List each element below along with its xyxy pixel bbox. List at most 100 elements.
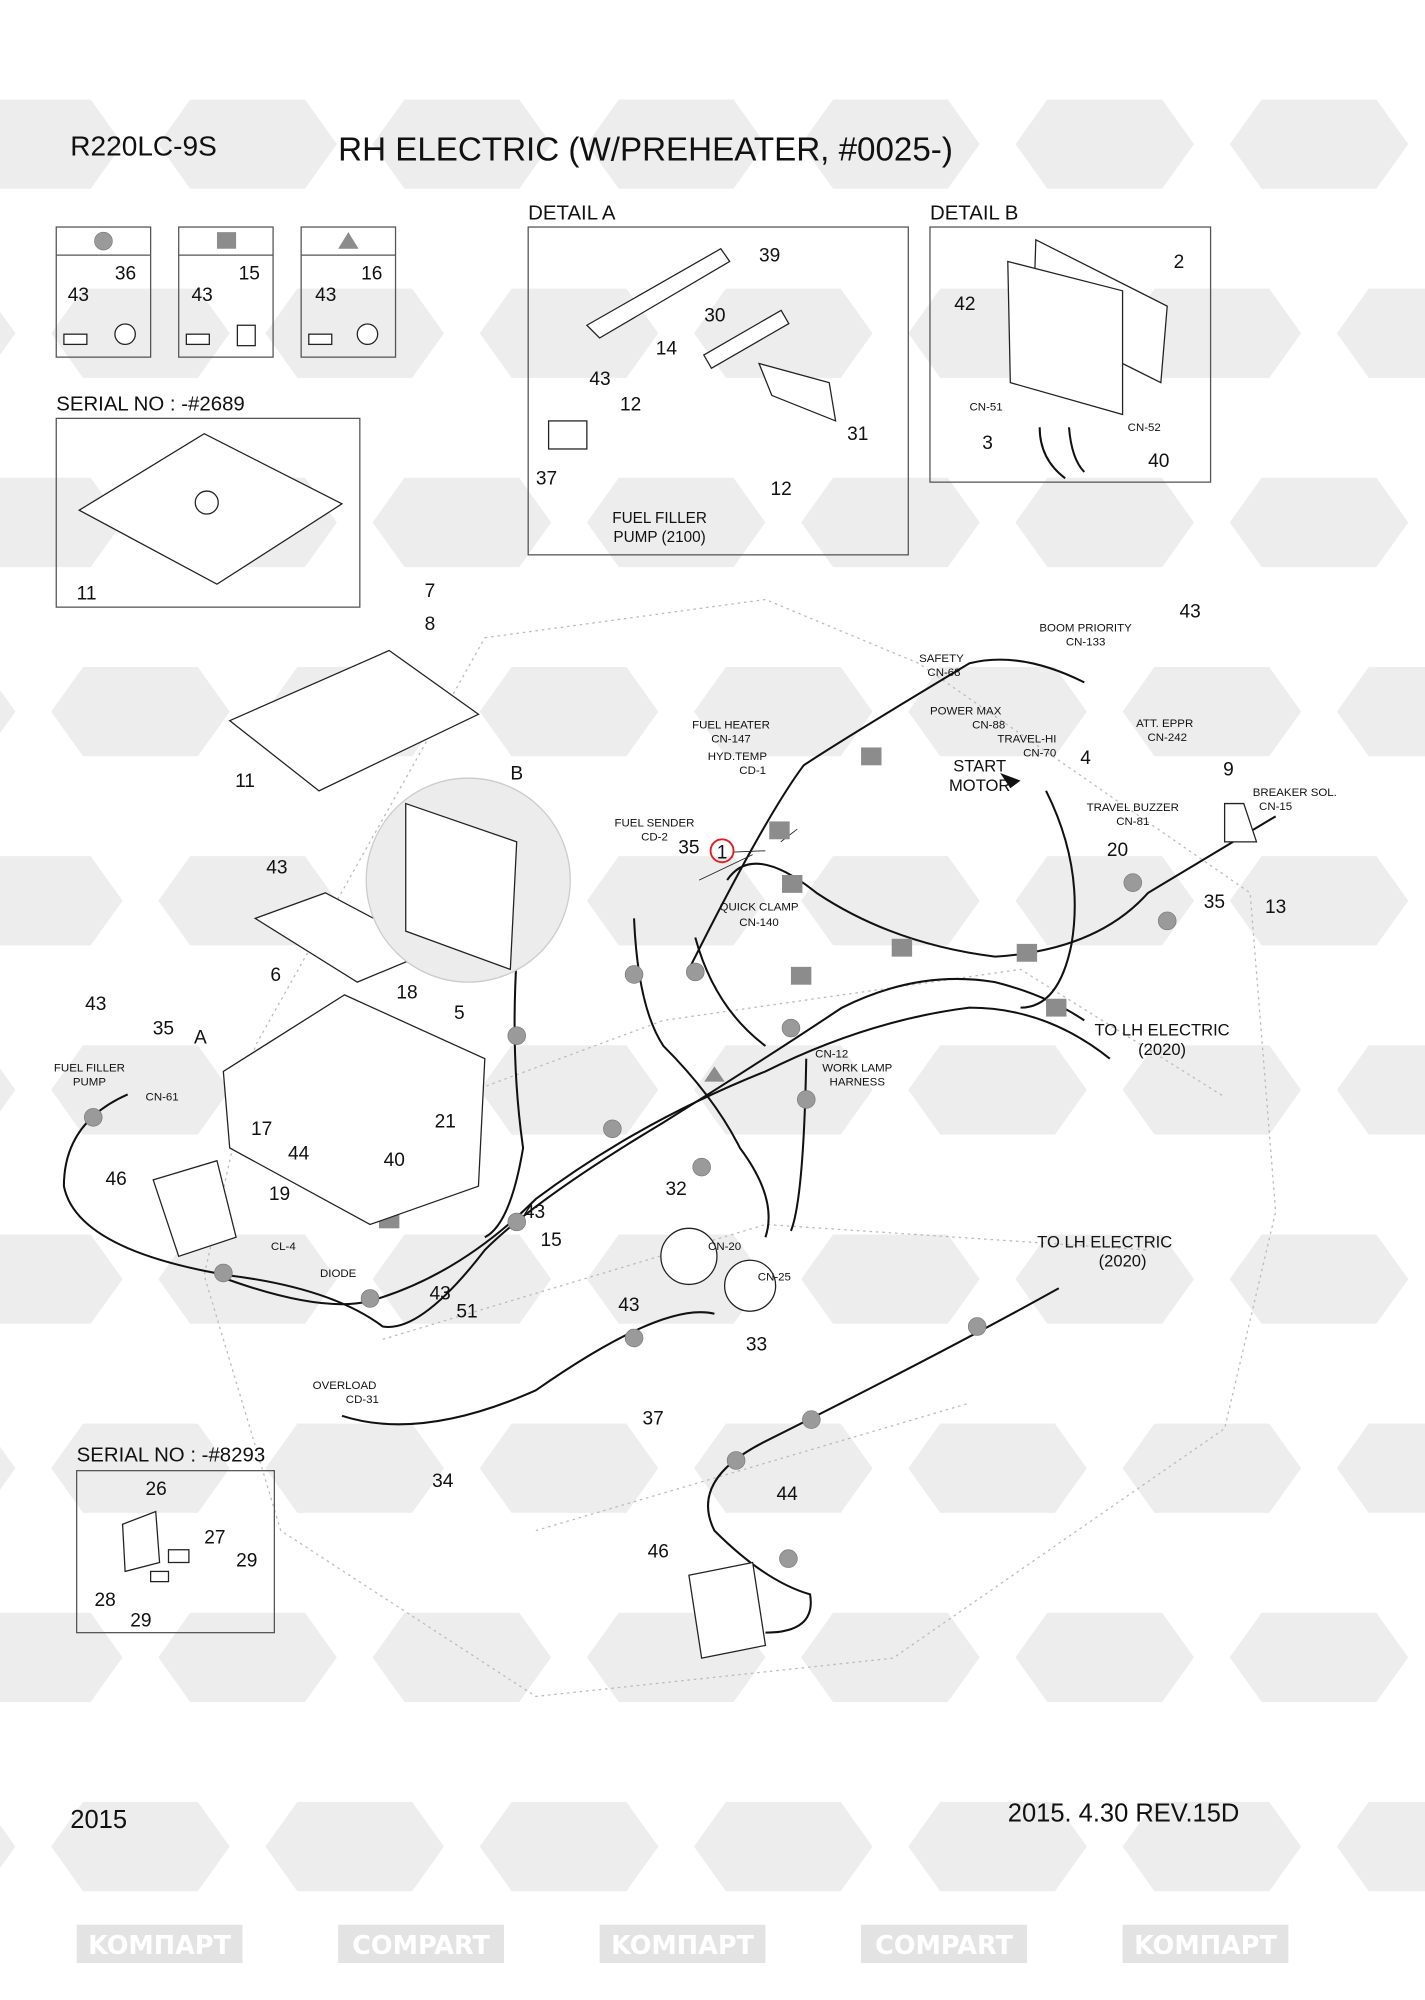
watermark-hex	[0, 856, 123, 946]
callout: 3	[982, 433, 993, 454]
watermark-hex	[0, 311, 16, 355]
callout-number: 35	[153, 1018, 174, 1039]
watermark-hex	[694, 1045, 873, 1135]
connector-label: TRAVEL BUZZER	[1087, 802, 1179, 814]
watermark-hex	[372, 477, 552, 568]
watermark-hex	[51, 1045, 230, 1135]
connector-label: FUEL FILLER	[54, 1062, 125, 1074]
callout-number: 35	[1204, 892, 1225, 913]
watermark-hex	[801, 477, 980, 568]
callout-number: 43	[85, 994, 106, 1015]
detail-a-parts	[547, 247, 837, 450]
callout-number: 43	[618, 1295, 639, 1316]
triangle-marker-icon	[338, 232, 359, 249]
watermark-hex	[51, 1801, 230, 1892]
watermark-hex	[1122, 666, 1302, 757]
circle-marker-icon	[94, 231, 113, 251]
connector-label: FUEL SENDER	[615, 818, 695, 830]
watermark-hex	[0, 477, 123, 568]
serial-bottom-label: SERIAL NO : -#8293	[77, 1445, 266, 1467]
detail-a-title: DETAIL A	[528, 202, 616, 224]
callout: 11	[77, 583, 97, 604]
callout-number: 6	[270, 965, 281, 986]
connector-label: CN-133	[1066, 636, 1106, 648]
callout-number: 11	[235, 771, 255, 792]
callout: 26	[146, 1479, 167, 1500]
watermark-hex	[51, 1423, 230, 1513]
footer-year: 2015	[70, 1806, 127, 1834]
watermark-hex	[1122, 1045, 1302, 1135]
callout-number: 9	[1223, 760, 1234, 781]
main-components	[152, 649, 1258, 1659]
watermark-text: COMPART	[875, 1931, 1013, 1961]
watermark-text: KOMПAPT	[1134, 1931, 1277, 1961]
watermark-hex	[1015, 1234, 1195, 1324]
watermark-hex	[0, 1068, 16, 1112]
watermark-hex	[51, 666, 230, 757]
detail-b-title: DETAIL B	[930, 202, 1018, 224]
watermark-band	[338, 1924, 504, 1964]
watermark-hex	[1336, 1423, 1425, 1513]
callout-number: 44	[288, 1143, 310, 1164]
callout: 27	[204, 1527, 225, 1548]
round-clamp-marker	[967, 1317, 987, 1336]
watermark-hex	[372, 99, 552, 189]
watermark-hex	[801, 856, 980, 946]
connector-label: CN-81	[1116, 816, 1149, 828]
legend-bolt: 43	[68, 285, 89, 306]
watermark-hex	[1229, 99, 1409, 189]
callout: 12	[771, 479, 792, 500]
round-clamp-marker	[779, 1549, 798, 1568]
callout-number: 46	[648, 1541, 669, 1562]
round-clamp-marker	[686, 962, 705, 982]
watermark-hex	[479, 666, 659, 757]
callout: 14	[656, 339, 678, 360]
watermark-hex	[1015, 99, 1195, 189]
square-clamp-marker	[1016, 943, 1038, 962]
watermark-hex	[586, 477, 766, 568]
watermark-hex	[801, 1234, 980, 1324]
watermark-hex	[908, 1423, 1087, 1513]
watermark-hex	[1015, 477, 1195, 568]
square-clamp-marker	[790, 966, 812, 985]
callout-number: 19	[269, 1184, 290, 1205]
legend-bolt: 43	[191, 285, 212, 306]
watermark-hex	[158, 99, 337, 189]
connector-label: QUICK CLAMP	[720, 902, 799, 914]
watermark-hex	[479, 1423, 659, 1513]
wire-harness	[62, 658, 1277, 1634]
callout-number: 32	[666, 1179, 687, 1200]
connector-label: CN-147	[711, 733, 751, 745]
connector-label: CN-88	[972, 719, 1005, 731]
callout: 12	[620, 395, 641, 416]
round-clamp-marker	[624, 1328, 644, 1348]
connector-label: POWER MAX	[930, 705, 1002, 717]
watermark-hex	[158, 1234, 337, 1324]
callout: 40	[1148, 451, 1169, 472]
watermark-hex	[801, 1612, 980, 1703]
round-clamp-marker	[624, 965, 644, 984]
round-clamp-marker	[797, 1090, 816, 1109]
callout-number: B	[510, 763, 523, 784]
watermark-hex	[479, 1045, 659, 1135]
legend-clamp: 36	[115, 263, 136, 284]
watermark-text: COMPART	[352, 1931, 490, 1961]
detail-a-caption: FUEL FILLER	[612, 510, 707, 527]
callout-number: 46	[106, 1169, 127, 1190]
connector-label: CN-242	[1147, 732, 1187, 744]
watermark-hex	[1336, 666, 1425, 757]
connector-label: DIODE	[320, 1268, 357, 1280]
arrow-icon	[1000, 772, 1021, 789]
watermark-hex	[265, 1801, 445, 1892]
square-clamp-marker	[861, 747, 882, 766]
watermark-hex	[265, 288, 445, 378]
square-clamp-marker	[769, 821, 790, 840]
callout-number: 43	[524, 1202, 545, 1223]
callout-number: 7	[425, 581, 436, 602]
watermark-hex	[265, 1423, 445, 1513]
round-clamp-marker	[692, 1157, 711, 1177]
watermark-hex	[1015, 856, 1195, 946]
square-marker-icon	[216, 232, 237, 249]
